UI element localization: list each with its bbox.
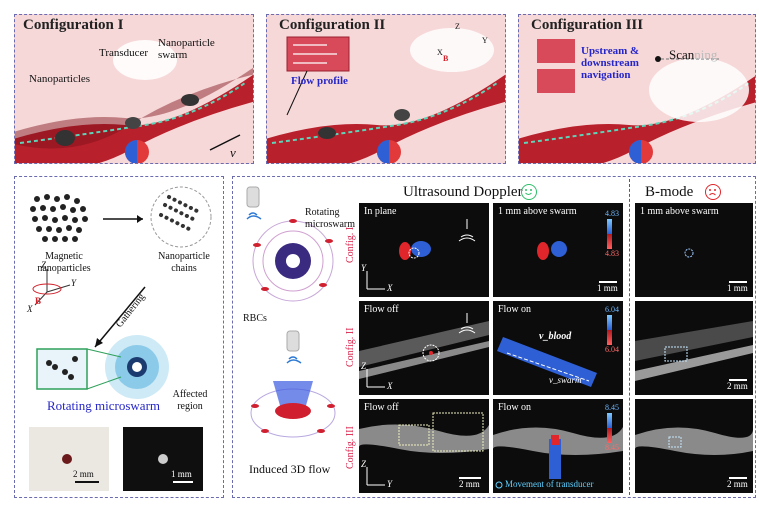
- panel-b-title: Configuration II: [279, 17, 386, 33]
- colorbar-bottom: 6.04: [605, 345, 619, 354]
- movement-label: Movement of transducer: [505, 479, 594, 489]
- scale-label: 2 mm: [727, 479, 748, 489]
- panel-d-illustration: [29, 186, 212, 491]
- tile-r2-c1: Flow off Z X: [359, 301, 489, 395]
- config-2-label: Config. II: [345, 327, 356, 367]
- affected-label: Affected region: [172, 389, 208, 412]
- tile-label: Flow off: [364, 304, 399, 315]
- scanning-label: Scanning: [669, 47, 718, 62]
- field-b: B: [35, 296, 42, 306]
- panel-c-title: Configuration III: [531, 17, 644, 33]
- rotating-label: Rotating microswarm: [47, 398, 161, 413]
- rbcs-label: RBCs: [243, 313, 267, 324]
- colorbar-bottom: 8.45: [605, 443, 619, 452]
- panel-e: E Rotating microswarm RBCs Induced 3D fl…: [232, 176, 756, 498]
- scale-label: 1 mm: [727, 283, 748, 293]
- tile-r3-c2: Flow on 8.45 8.45 Movement of transducer: [493, 399, 623, 493]
- tile-r1-c3: 1 mm above swarm 1 mm: [635, 203, 753, 297]
- scanning-label-dark: Scan: [669, 47, 695, 62]
- scale-left: 2 mm: [73, 469, 94, 479]
- axis-z: Z: [361, 459, 367, 469]
- panel-d: D Magnetic nanoparticles Nanoparticle ch…: [14, 176, 224, 498]
- scale-label: 2 mm: [459, 479, 480, 489]
- bmode-title: B-mode: [645, 184, 694, 200]
- tile-r1-c2-image: [537, 219, 612, 260]
- panel-c-illustration: [519, 39, 755, 163]
- scale-bar: [459, 477, 481, 479]
- tile-label: Flow off: [364, 402, 399, 413]
- colorbar-top: 8.45: [605, 403, 619, 412]
- tile-r1-c1-image: [366, 219, 476, 290]
- doppler-title: Ultrasound Doppler: [403, 184, 523, 200]
- panel-c: C Configuration III Upstream & downstrea…: [518, 14, 756, 164]
- tile-r3-c3-image: [635, 427, 753, 455]
- panel-b-illustration: [267, 28, 505, 163]
- tile-r3-c1-image: [359, 412, 489, 486]
- colorbar-bottom: 4.83: [605, 249, 619, 258]
- panel-b: B Configuration II Flow profile Z X Y B: [266, 14, 506, 164]
- scale-bar: [599, 281, 617, 283]
- axis-y: Y: [482, 36, 488, 45]
- v-swarm-label: v_swarm: [549, 375, 582, 385]
- scale-bar: [729, 281, 747, 283]
- tile-r3-c2-image: [493, 413, 623, 489]
- sad-face-glyph: [709, 189, 716, 196]
- panel-a: A Configuration I Transducer Nanoparticl…: [14, 14, 254, 164]
- axis-x: X: [387, 283, 393, 293]
- axis-z: Z: [455, 22, 460, 31]
- axis-y: Y: [387, 479, 393, 489]
- happy-face-glyph: [525, 189, 532, 195]
- tile-label: Flow on: [498, 304, 532, 315]
- axis-x: X: [27, 304, 33, 314]
- axis-x: X: [437, 48, 443, 57]
- scale-label: 2 mm: [727, 381, 748, 391]
- tile-r3-c1: Flow off Z Y 2 mm: [359, 399, 489, 493]
- tile-r2-c2: Flow on 6.04 6.04 v_blood v_swarm: [493, 301, 623, 395]
- nanoparticles-label: Nanoparticles: [29, 73, 91, 85]
- tile-label: Flow on: [498, 402, 532, 413]
- field-b: B: [443, 54, 449, 63]
- scale-bar: [729, 379, 747, 381]
- happy-face-icon: [521, 184, 537, 200]
- tile-r1-c3-image: [684, 248, 694, 258]
- tile-r1-c2: 1 mm above swarm 4.83 4.83 1 mm: [493, 203, 623, 297]
- navigation-label: Upstream & downstream navigation: [581, 45, 640, 81]
- axis-z: Z: [361, 361, 367, 371]
- config-3-label: Config. III: [345, 426, 356, 469]
- scale-right: 1 mm: [171, 469, 192, 479]
- panel-e-illustration: [246, 186, 336, 438]
- axis-z: Z: [41, 260, 47, 270]
- tile-r2-c3-image: [635, 321, 753, 381]
- tile-label: 1 mm above swarm: [640, 206, 719, 217]
- swarm-label: Nanoparticle swarm: [158, 37, 215, 61]
- tile-label: 1 mm above swarm: [498, 206, 577, 217]
- axis-y: Y: [361, 263, 367, 273]
- tile-r3-c3: 2 mm: [635, 399, 753, 493]
- rotating-microswarm-label: Rotating microswarm: [305, 207, 355, 230]
- velocity-label: ν: [230, 145, 236, 160]
- chains-label: Nanoparticle chains: [158, 251, 210, 274]
- colorbar-top: 6.04: [605, 305, 619, 314]
- scale-label: 1 mm: [597, 283, 618, 293]
- tile-r2-c3: 2 mm: [635, 301, 753, 395]
- axis-x: X: [387, 381, 393, 391]
- sad-face-icon: [705, 184, 721, 200]
- scale-bar: [729, 477, 747, 479]
- induced-flow-label: Induced 3D flow: [249, 462, 331, 476]
- flow-profile-label: Flow profile: [291, 75, 348, 87]
- column-divider: [629, 179, 630, 495]
- colorbar-top: 4.83: [605, 209, 619, 218]
- scanning-label-light: ning: [694, 47, 718, 62]
- axis-y: Y: [71, 278, 77, 288]
- magnetic-label: Magnetic nanoparticles: [37, 251, 91, 274]
- tile-label: In plane: [364, 206, 397, 217]
- tile-r1-c1: In plane Y X: [359, 203, 489, 297]
- tile-r2-c2-image: [497, 315, 612, 387]
- transducer-label: Transducer: [99, 47, 149, 59]
- panel-a-illustration: [15, 40, 253, 163]
- config-1-label: Config. I: [345, 226, 356, 263]
- panel-a-title: Configuration I: [23, 17, 124, 33]
- v-blood-label: v_blood: [539, 331, 572, 342]
- tile-r2-c1-image: [359, 313, 489, 388]
